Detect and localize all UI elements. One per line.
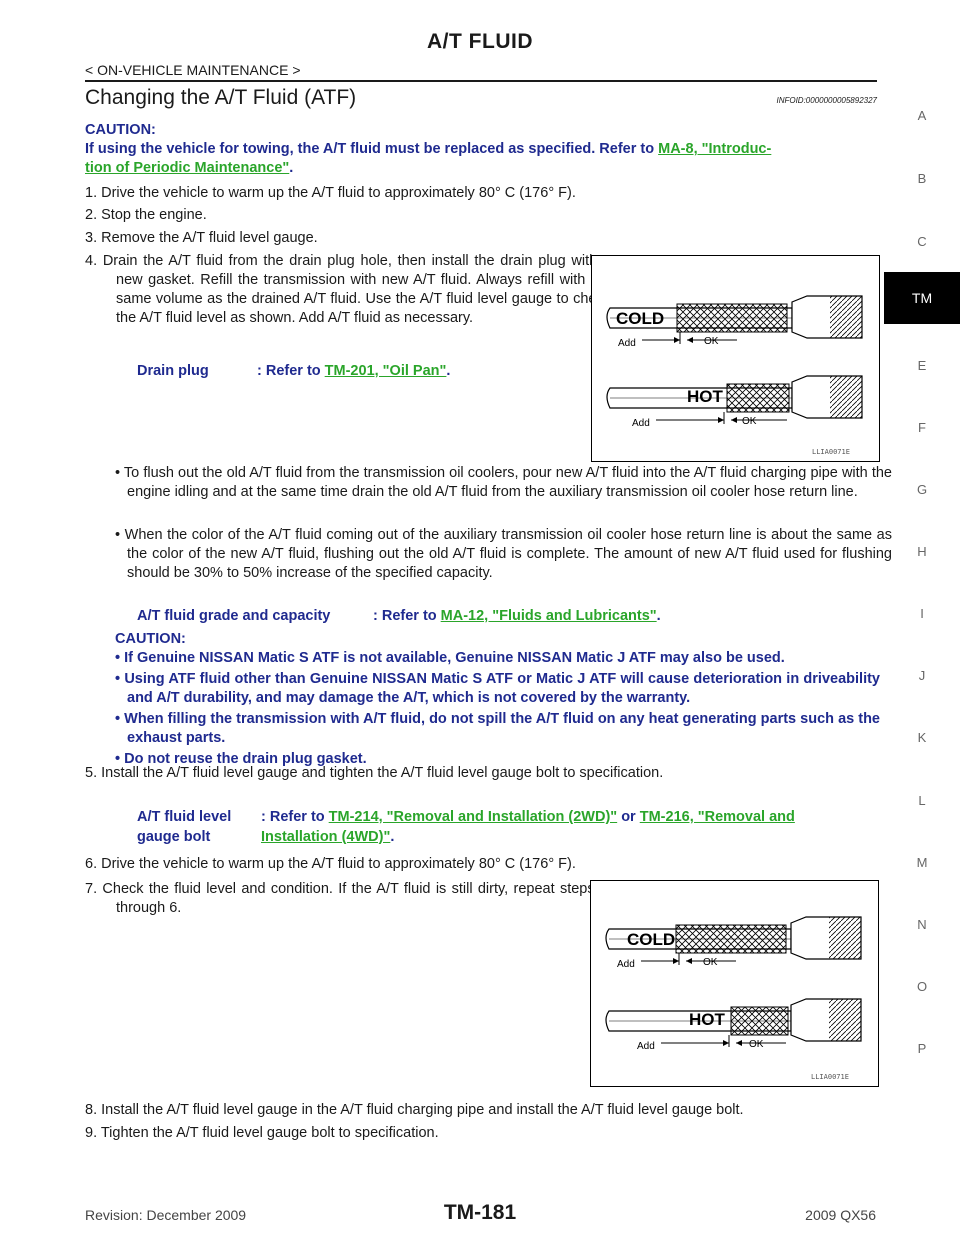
cold-label: COLD xyxy=(627,930,675,949)
step-9: 9. Tighten the A/T fluid level gauge bol… xyxy=(85,1125,439,1141)
hot-label: HOT xyxy=(689,1010,726,1029)
spec-sep: : Refer to xyxy=(261,809,329,825)
side-index-o[interactable]: O xyxy=(916,979,928,994)
info-id: INFOID:0000000005892327 xyxy=(776,96,877,105)
footer-revision: Revision: December 2009 xyxy=(85,1207,247,1223)
side-index-c[interactable]: C xyxy=(917,234,927,249)
ok-label: OK xyxy=(704,336,719,347)
spec-end: . xyxy=(446,363,451,379)
add-label: Add xyxy=(637,1041,655,1052)
side-index-n[interactable]: N xyxy=(917,917,927,932)
step-3: 3. Remove the A/T fluid level gauge. xyxy=(85,230,318,246)
page-title: A/T FLUID xyxy=(427,30,533,53)
spec-sep: : Refer to xyxy=(373,608,441,624)
step-6: 6. Drive the vehicle to warm up the A/T … xyxy=(85,856,576,872)
add-label: Add xyxy=(618,338,636,349)
caution-text-body: If using the vehicle for towing, the A/T… xyxy=(85,141,659,157)
caution-heading: CAUTION: xyxy=(115,631,186,647)
side-index-e[interactable]: E xyxy=(917,358,927,373)
caution-block-1: CAUTION: If using the vehicle for towing… xyxy=(85,122,880,178)
dipstick-illustration: COLD Add OK HOT Add OK xyxy=(606,295,863,429)
spec-label: A/T fluid level gauge bolt xyxy=(137,807,261,847)
link-ma-8[interactable]: MA-8, "Introduc- xyxy=(658,141,772,157)
spec-fluid-grade: A/T fluid grade and capacity : Refer to M… xyxy=(137,606,837,626)
side-index-m[interactable]: M xyxy=(916,855,928,870)
spec-gauge-bolt: A/T fluid level gauge bolt : Refer to TM… xyxy=(137,807,877,847)
spec-label: Drain plug xyxy=(137,363,209,379)
side-index-g[interactable]: G xyxy=(916,482,928,497)
caution-item-4-text: Do not reuse the drain plug gasket. xyxy=(124,751,367,767)
link-tm-216[interactable]: TM-216, "Removal and xyxy=(639,809,795,825)
ok-label: OK xyxy=(749,1039,764,1050)
caution-item-1-text: If Genuine NISSAN Matic S ATF is not ava… xyxy=(124,650,785,666)
ok-label: OK xyxy=(703,957,718,968)
step-8: 8. Install the A/T fluid level gauge in … xyxy=(85,1102,744,1118)
side-index-b[interactable]: B xyxy=(917,171,927,186)
caution-item-1: • If Genuine NISSAN Matic S ATF is not a… xyxy=(115,650,785,666)
step-4: 4. Drain the A/T fluid from the drain pl… xyxy=(85,253,611,326)
dipstick-figure-1: COLD Add OK HOT Add OK LLIA0071E xyxy=(591,255,880,462)
caution-item-2-text: Using ATF fluid other than Genuine NISSA… xyxy=(124,671,880,706)
hot-label: HOT xyxy=(687,387,724,406)
hot-gauge: HOT Add OK xyxy=(605,998,862,1052)
caution-item-2: • Using ATF fluid other than Genuine NIS… xyxy=(115,671,880,706)
caution-text-end: . xyxy=(289,160,294,176)
spec-sep: : Refer to xyxy=(257,363,325,379)
side-index-tm-active[interactable]: TM xyxy=(884,272,960,324)
cold-label: COLD xyxy=(616,309,664,328)
dipstick-illustration: COLD Add OK HOT Add OK xyxy=(605,916,862,1052)
link-tm-214[interactable]: TM-214, "Removal and Installation (2WD)" xyxy=(328,809,618,825)
side-index-a[interactable]: A xyxy=(917,108,927,123)
add-label: Add xyxy=(617,959,635,970)
cold-gauge: COLD Add OK xyxy=(606,295,863,349)
side-index-p[interactable]: P xyxy=(917,1041,927,1056)
bullet-color: • When the color of the A/T fluid coming… xyxy=(115,527,892,581)
spec-end: . xyxy=(656,608,661,624)
spec-value: : Refer to TM-214, "Removal and Installa… xyxy=(261,807,795,847)
caution-item-3: • When filling the transmission with A/T… xyxy=(115,711,880,746)
caution-item-4: • Do not reuse the drain plug gasket. xyxy=(115,751,367,767)
hot-gauge: HOT Add OK xyxy=(606,375,863,429)
section-title: Changing the A/T Fluid (ATF) xyxy=(85,86,357,109)
spec-label-1: A/T fluid level xyxy=(137,809,232,825)
caution-heading: CAUTION: xyxy=(85,122,156,138)
bullet-flush-text: To flush out the old A/T fluid from the … xyxy=(123,465,892,500)
spec-drain-plug: Drain plug : Refer to TM-201, "Oil Pan". xyxy=(137,361,577,381)
side-index-f[interactable]: F xyxy=(918,420,926,435)
side-index-l[interactable]: L xyxy=(918,793,926,808)
figure-id: LLIA0071E xyxy=(811,1073,849,1081)
footer-model: 2009 QX56 xyxy=(805,1207,876,1223)
cold-gauge: COLD Add OK xyxy=(605,916,862,970)
add-label: Add xyxy=(632,418,650,429)
spec-label-2: gauge bolt xyxy=(137,829,211,845)
footer-page-number: TM-181 xyxy=(443,1201,517,1224)
side-index-k[interactable]: K xyxy=(917,730,927,745)
bullet-color-text: When the color of the A/T fluid coming o… xyxy=(124,527,892,581)
dipstick-figure-2: COLD Add OK HOT Add OK LLIA0071E xyxy=(590,880,879,1087)
step-5: 5. Install the A/T fluid level gauge and… xyxy=(85,765,664,781)
caution-item-3-text: When filling the transmission with A/T f… xyxy=(124,711,880,746)
spec-label: A/T fluid grade and capacity xyxy=(137,608,331,624)
link-tm-216-cont[interactable]: Installation (4WD)" xyxy=(261,829,391,845)
step-7: 7. Check the fluid level and condition. … xyxy=(85,881,608,916)
caution-block-2: CAUTION: • If Genuine NISSAN Matic S ATF… xyxy=(115,631,880,769)
link-ma-12[interactable]: MA-12, "Fluids and Lubricants" xyxy=(440,608,657,624)
breadcrumb: < ON-VEHICLE MAINTENANCE > xyxy=(85,62,301,78)
side-index-j[interactable]: J xyxy=(918,668,926,683)
header-divider xyxy=(85,80,877,82)
link-ma-8-cont[interactable]: tion of Periodic Maintenance" xyxy=(85,160,290,176)
spec-or: or xyxy=(617,809,640,825)
step-2: 2. Stop the engine. xyxy=(85,207,207,223)
step-1: 1. Drive the vehicle to warm up the A/T … xyxy=(85,185,576,201)
figure-id: LLIA0071E xyxy=(812,448,850,456)
side-index-h[interactable]: H xyxy=(917,544,927,559)
ok-label: OK xyxy=(742,416,757,427)
link-tm-201[interactable]: TM-201, "Oil Pan" xyxy=(324,363,447,379)
side-index-i[interactable]: I xyxy=(920,606,924,621)
caution-text: If using the vehicle for towing, the A/T… xyxy=(85,140,880,178)
bullet-flush: • To flush out the old A/T fluid from th… xyxy=(115,465,892,500)
spec-end: . xyxy=(390,829,395,845)
